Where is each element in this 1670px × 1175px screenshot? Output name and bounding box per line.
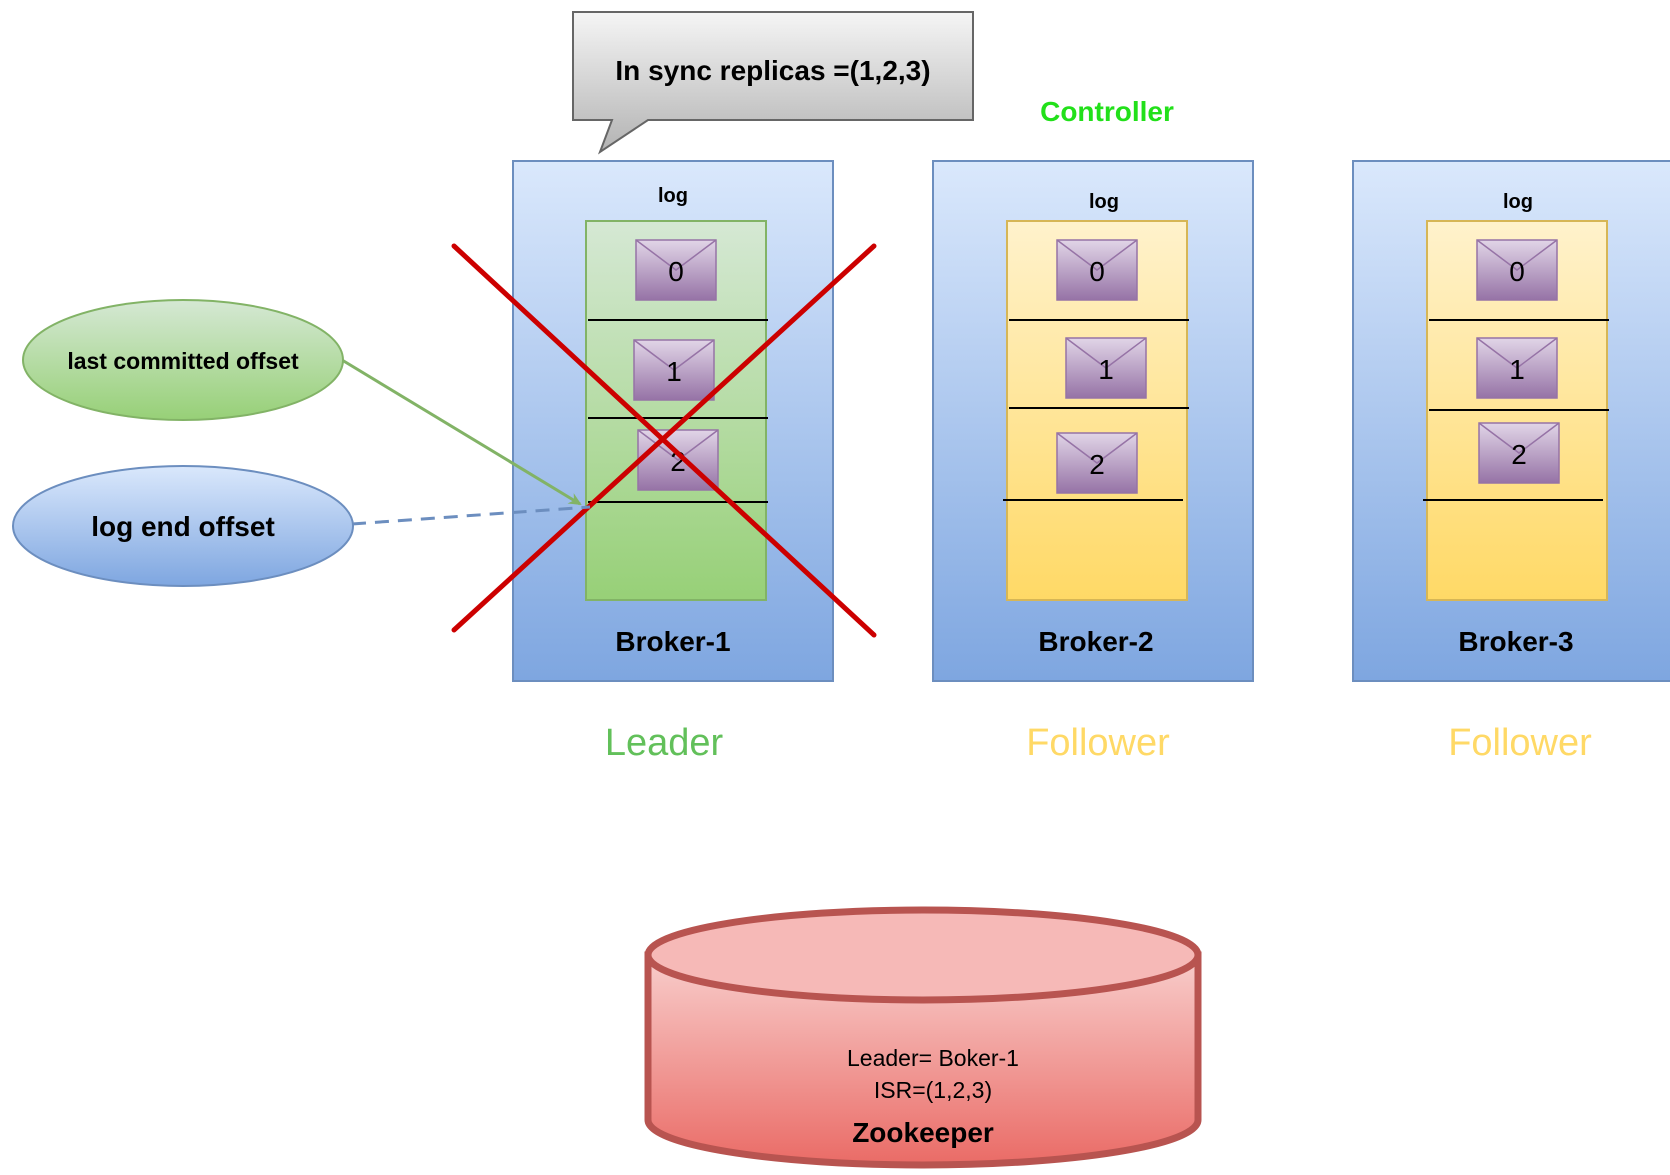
message-envelope-icon: 2 [1478,422,1560,484]
message-envelope-icon: 0 [1476,239,1558,301]
message-envelope-icon: 1 [633,339,715,401]
message-envelope-icon: 1 [1476,337,1558,399]
message-envelope-icon: 0 [635,239,717,301]
zookeeper-isr-line: ISR=(1,2,3) [874,1077,992,1103]
log-end-offset-connector [351,505,591,526]
last-committed-offset-node: last committed offset [22,299,344,421]
log-end-offset-node: log end offset [12,465,354,587]
broker-name: Broker-1 [615,626,730,657]
broker-3-box: log 0 1 2 Broker-3 [1352,160,1670,682]
message-offset: 1 [1098,354,1114,385]
cylinder-body [644,951,1202,1169]
isr-callout: In sync replicas =(1,2,3) [572,11,974,155]
role-label-follower: Follower [1026,722,1170,764]
callout-shape [572,11,974,155]
message-offset: 0 [1509,256,1525,287]
role-label-leader: Leader [605,722,724,764]
message-offset: 2 [1089,449,1105,480]
last-committed-offset-arrow [341,358,582,506]
last-committed-offset-label: last committed offset [67,348,299,374]
log-label: log [1089,191,1119,213]
log-label: log [658,185,688,207]
zookeeper-cylinder: Leader= Boker-1 ISR=(1,2,3) Zookeeper [644,906,1202,1169]
message-offset: 0 [1089,256,1105,287]
broker-name: Broker-2 [1038,626,1153,657]
message-envelope-icon: 2 [1056,432,1138,494]
zookeeper-title: Zookeeper [852,1117,994,1148]
zookeeper-leader-line: Leader= Boker-1 [847,1045,1019,1071]
cylinder-top [644,906,1202,1004]
broker-2-box: log 0 1 2 Broker-2 [932,160,1254,682]
message-offset: 2 [1511,439,1527,470]
callout-text: In sync replicas =(1,2,3) [615,55,930,86]
broker-1-box: log 0 1 2 Broker-1 [512,160,834,682]
broker-name: Broker-3 [1458,626,1573,657]
message-envelope-icon: 1 [1065,337,1147,399]
role-label-follower: Follower [1448,722,1592,764]
message-offset: 0 [668,256,684,287]
message-envelope-icon: 2 [637,429,719,491]
message-offset: 1 [666,356,682,387]
log-end-offset-label: log end offset [91,511,275,542]
controller-label: Controller [1040,96,1174,127]
message-envelope-icon: 0 [1056,239,1138,301]
log-label: log [1503,191,1533,213]
message-offset: 1 [1509,354,1525,385]
leader-failure-cross [451,243,877,638]
